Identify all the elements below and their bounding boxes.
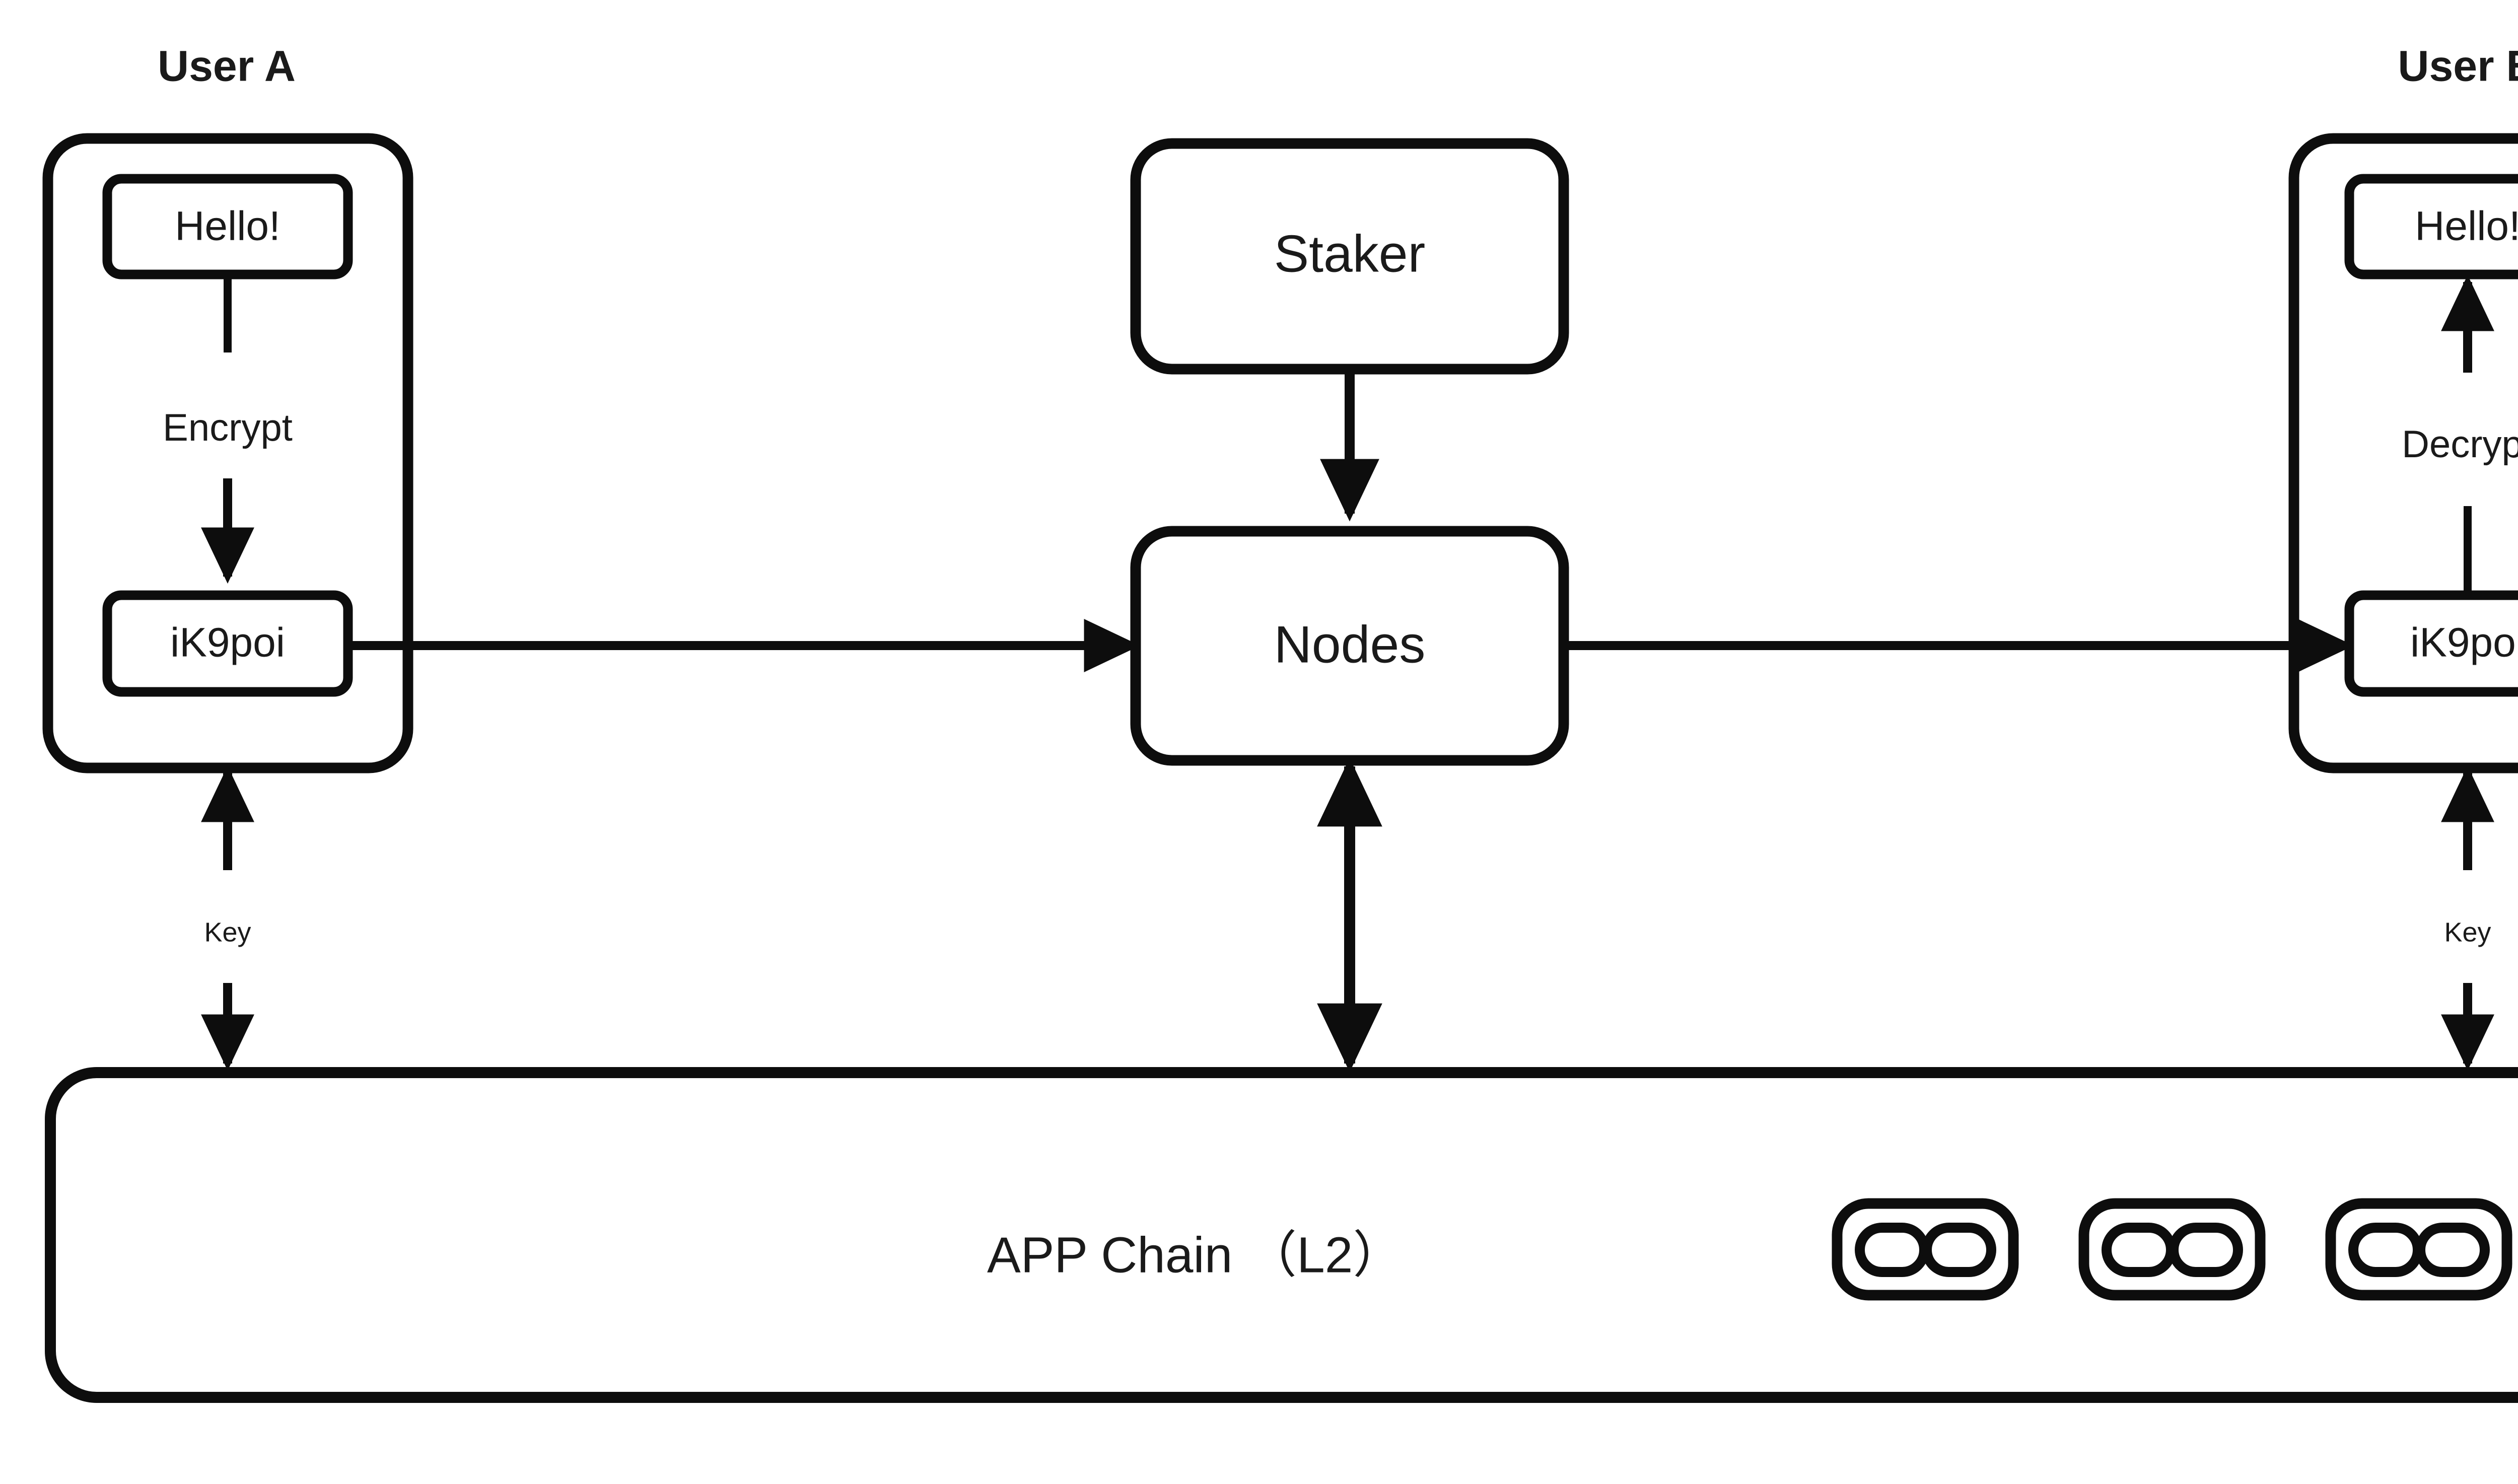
user-a-ciphertext-label: iK9poi (170, 620, 285, 666)
user-b-plaintext-box[interactable] (2344, 174, 2518, 279)
chain-link-icon[interactable] (2325, 1198, 2512, 1301)
user-b-decrypt-label: Decrypt (2402, 423, 2518, 466)
user-a-plaintext-label: Hello! (175, 203, 281, 249)
nodes-label: Nodes (1274, 615, 1426, 674)
app-chain-container[interactable] (45, 1067, 2518, 1403)
user-b-key-label: Key (2444, 917, 2491, 947)
app-chain-label: APP Chain （L2） (987, 1227, 1403, 1283)
chain-link-icon[interactable] (2078, 1198, 2266, 1301)
user-b-plaintext-label: Hello! (2415, 203, 2518, 249)
user-a-title: User A (158, 42, 296, 91)
user-b-ciphertext-label: iK9poi (2410, 620, 2518, 666)
user-a-encrypt-label: Encrypt (163, 406, 293, 449)
staker-label: Staker (1274, 225, 1426, 283)
chain-link-icon[interactable] (1832, 1198, 2019, 1301)
user-b-ciphertext-box[interactable] (2344, 590, 2518, 697)
user-a-key-label: Key (204, 917, 251, 947)
user-b-title: User B (2398, 42, 2518, 91)
